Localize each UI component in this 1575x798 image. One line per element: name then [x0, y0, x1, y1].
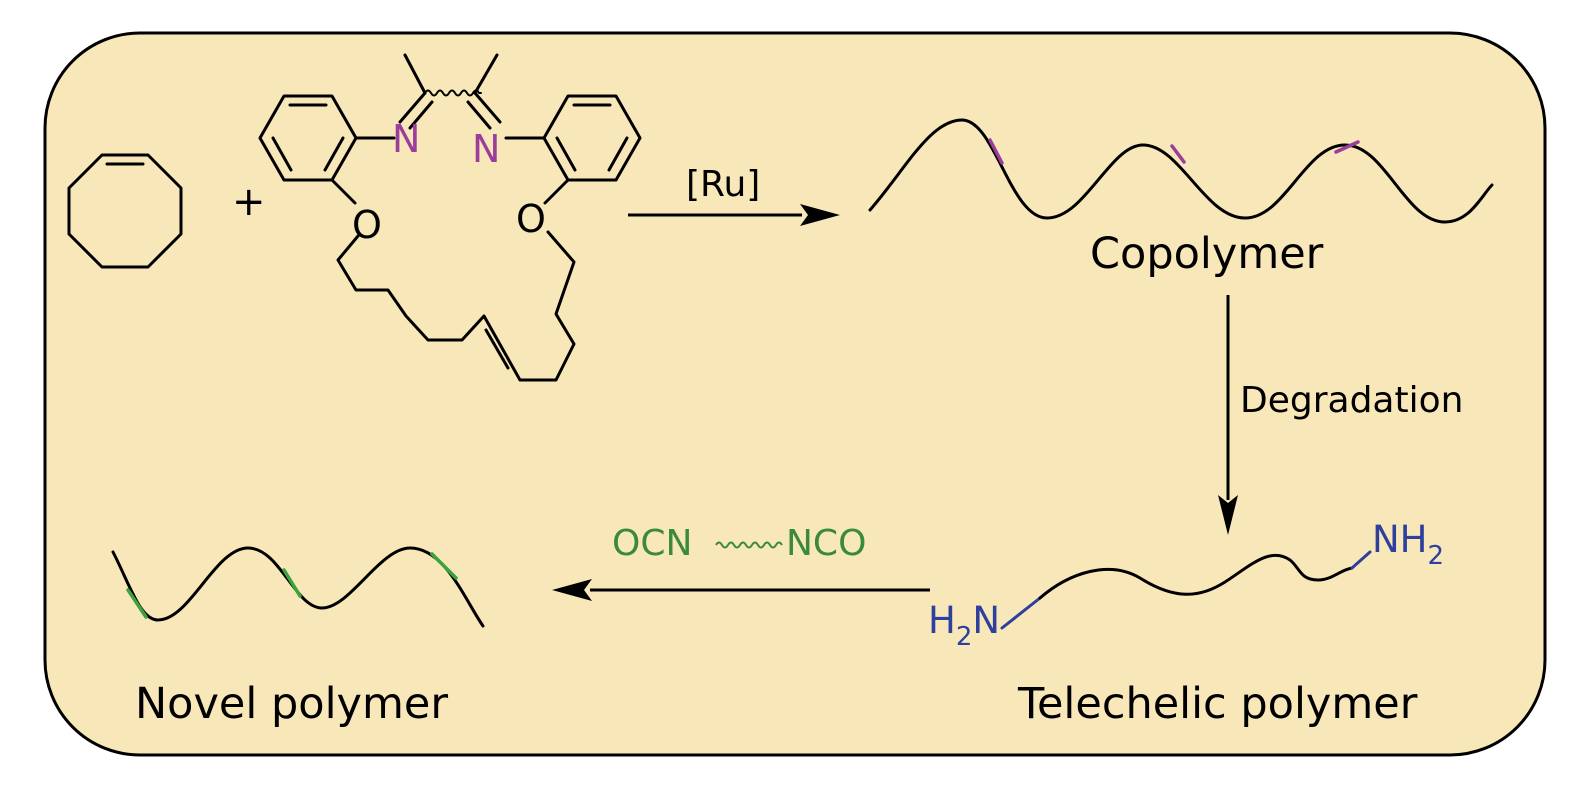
macrocyclic-diimine-monomer: N N O O: [258, 53, 642, 382]
diisocyanate-reagent: OCN NCO: [612, 523, 866, 564]
degradation-label: Degradation: [1240, 380, 1463, 421]
novel-polymer-label: Novel polymer: [135, 679, 448, 729]
imine-nitrogen-right: N: [472, 127, 500, 171]
catalyst-label: [Ru]: [686, 164, 760, 205]
amine-end-group-right: NH2: [1372, 518, 1444, 571]
telechelic-chain: [1000, 550, 1372, 630]
ether-oxygen-right: O: [516, 197, 546, 241]
svg-text:NH2: NH2: [1372, 518, 1444, 571]
urea-link: [430, 552, 458, 580]
urea-link: [126, 588, 148, 619]
copolymer-label: Copolymer: [1090, 229, 1324, 279]
ether-oxygen-left: O: [352, 203, 382, 247]
polymerization-arrowhead: [800, 204, 840, 226]
copolymer-chain: [868, 118, 1494, 224]
cyclooctene-structure: [67, 153, 183, 269]
svg-text:NCO: NCO: [786, 523, 866, 564]
telechelic-label: Telechelic polymer: [1017, 679, 1418, 729]
cleavable-site: [1170, 144, 1186, 164]
coupling-arrowhead: [552, 579, 592, 601]
scheme-panel: [43, 31, 1547, 757]
cleavable-site: [988, 138, 1004, 165]
svg-text:OCN: OCN: [612, 523, 692, 564]
cleavable-site: [1334, 140, 1360, 154]
urea-link: [282, 568, 302, 598]
imine-nitrogen-left: N: [392, 117, 420, 161]
plus-sign: +: [232, 179, 266, 225]
degradation-arrowhead: [1218, 495, 1238, 535]
amine-end-group-left: H2N: [928, 599, 1000, 652]
novel-polymer-chain: [111, 546, 485, 628]
svg-text:H2N: H2N: [928, 599, 1000, 652]
